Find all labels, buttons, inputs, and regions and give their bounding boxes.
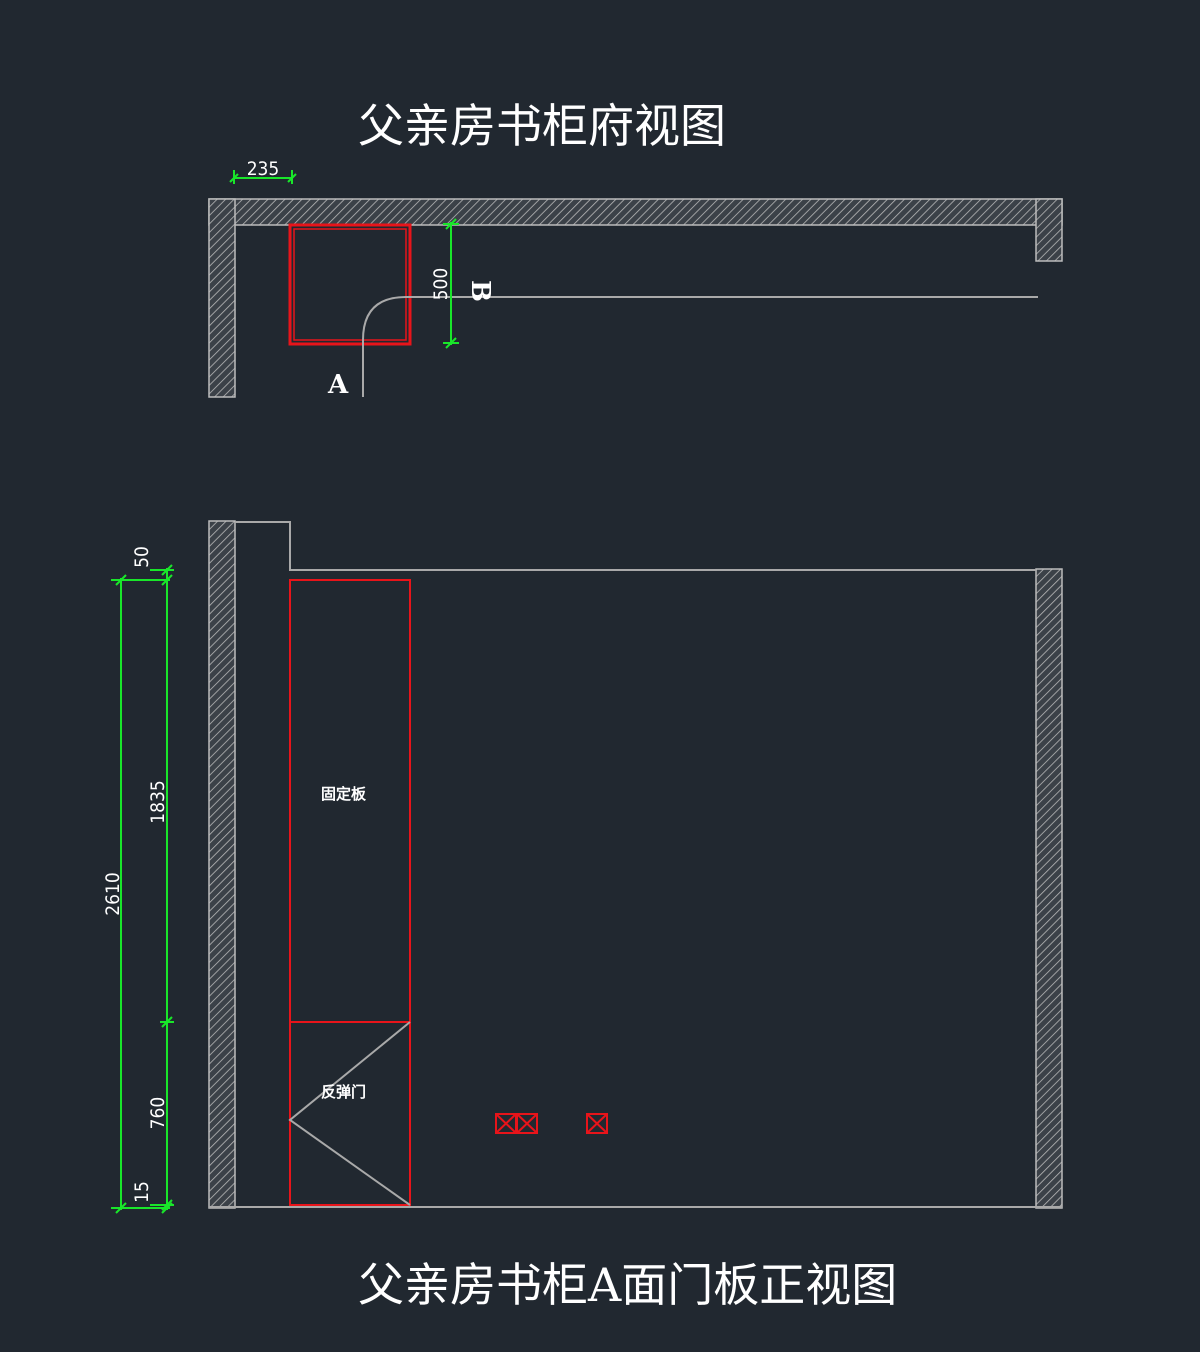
- dimension-label-500: 500: [430, 268, 452, 301]
- section-line-a: [362, 296, 1038, 397]
- dimension-width-235: 235: [229, 158, 297, 184]
- dimension-chain: 50 1835 760 15: [131, 546, 174, 1214]
- left-wall-front-view: [208, 520, 236, 1209]
- front-view-title: 父亲房书柜A面门板正视图: [358, 1258, 897, 1312]
- top-view: 235 500 A B: [208, 158, 1063, 400]
- top-view-title: 父亲房书柜府视图: [358, 99, 726, 153]
- right-wall-front-view: [1035, 568, 1063, 1209]
- column-outline: [235, 521, 1036, 571]
- dimension-label-50: 50: [131, 546, 153, 568]
- outlet-single: [586, 1113, 608, 1134]
- dimension-label-2610: 2610: [102, 872, 124, 916]
- dimension-label-1835: 1835: [147, 780, 169, 824]
- door-open-indicator: [288, 1021, 411, 1206]
- dimension-depth-500: 500: [430, 218, 459, 349]
- lower-panel-label: 反弹门: [321, 1083, 366, 1101]
- section-label-b: B: [465, 280, 495, 302]
- outlet-double: [495, 1113, 538, 1134]
- dimension-label-15: 15: [131, 1181, 153, 1203]
- right-wall-stub: [1035, 198, 1063, 262]
- top-wall: [208, 198, 1063, 226]
- dimension-total-2610: 2610: [102, 574, 170, 1214]
- cabinet-plan-outer: [288, 223, 412, 346]
- lower-door-panel: [289, 1021, 411, 1206]
- dimension-label-235: 235: [247, 158, 280, 180]
- dimension-label-760: 760: [147, 1097, 169, 1130]
- left-wall-top-view: [208, 198, 236, 398]
- upper-panel-label: 固定板: [321, 785, 367, 803]
- front-view: 固定板 反弹门 2610: [102, 520, 1063, 1214]
- section-label-a: A: [327, 370, 349, 400]
- cabinet-plan-inner: [293, 228, 407, 341]
